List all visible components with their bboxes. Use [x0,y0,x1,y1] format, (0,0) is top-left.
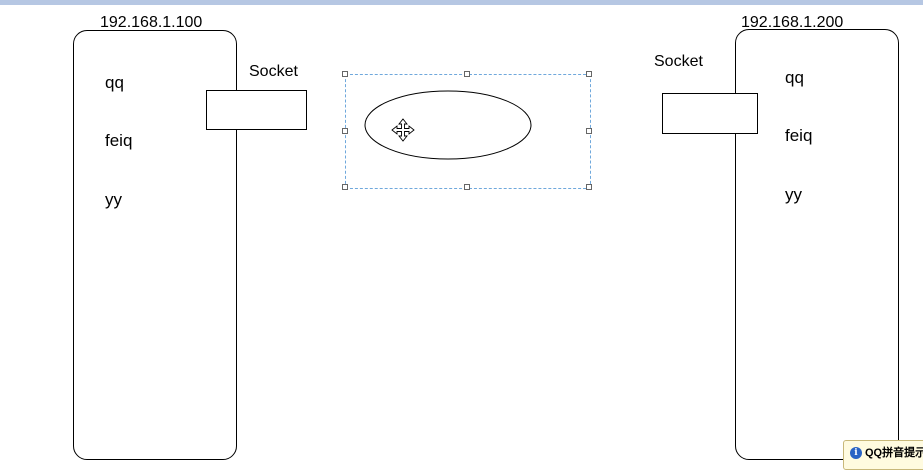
move-cursor-icon [391,118,415,142]
network-ellipse[interactable] [364,90,534,162]
right-host-ip: 192.168.1.200 [741,14,844,31]
right-app-yy: yy [785,185,802,204]
resize-handle-top[interactable] [464,71,470,77]
left-app-yy: yy [105,190,122,209]
right-app-qq: qq [785,68,804,87]
left-socket-rect[interactable] [206,90,307,130]
left-host-ip: 192.168.1.100 [100,14,203,31]
left-host-box[interactable] [73,30,237,460]
right-host-box[interactable] [735,29,899,460]
resize-handle-right[interactable] [586,128,592,134]
resize-handle-top-left[interactable] [342,71,348,77]
resize-handle-left[interactable] [342,128,348,134]
resize-handle-bottom-left[interactable] [342,184,348,190]
right-socket-rect[interactable] [662,93,758,134]
left-app-qq: qq [105,73,124,92]
left-app-feiq: feiq [105,131,133,150]
right-app-feiq: feiq [785,126,813,145]
window-top-strip [0,0,923,5]
info-icon: i [850,447,862,460]
tooltip-text: QQ拼音提示 [865,447,923,459]
left-socket-label: Socket [249,63,298,80]
right-socket-label: Socket [654,53,703,70]
resize-handle-bottom[interactable] [464,184,470,190]
resize-handle-bottom-right[interactable] [586,184,592,190]
resize-handle-top-right[interactable] [586,71,592,77]
